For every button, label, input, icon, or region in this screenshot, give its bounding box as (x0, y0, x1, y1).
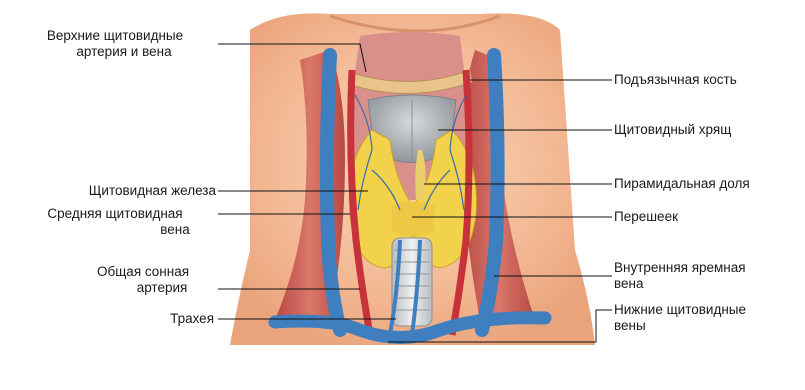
label-pyramidal-lobe: Пирамидальная доля (614, 176, 750, 192)
label-thyroid-cartilage: Щитовидный хрящ (614, 122, 731, 138)
label-superior-thyroid: Верхние щитовидные артерия и вена (12, 28, 218, 60)
label-hyoid: Подъязычная кость (614, 72, 737, 88)
label-internal-jugular: Внутренняя яремная вена (614, 260, 746, 292)
label-thyroid-gland: Щитовидная железа (10, 183, 216, 199)
label-inferior-thyroid: Нижние щитовидные вены (614, 302, 746, 334)
label-trachea: Трахея (110, 311, 214, 327)
label-middle-thyroid: Средняя щитовидная вена (14, 206, 216, 238)
label-common-carotid: Общая сонная артерия (70, 264, 216, 296)
label-isthmus: Перешеек (614, 209, 678, 225)
